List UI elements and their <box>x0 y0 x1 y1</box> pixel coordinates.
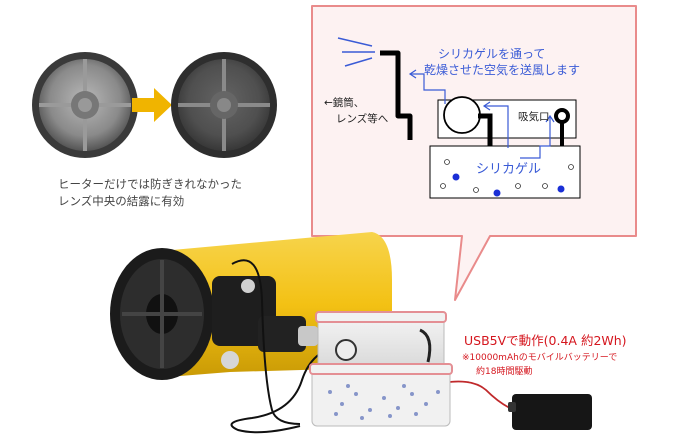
flow-arrows <box>408 69 555 159</box>
to-scope-label-line1: ←鏡筒、 <box>324 96 364 109</box>
mobile-battery <box>508 394 592 430</box>
cables <box>230 259 341 434</box>
to-scope-label-line2: レンズ等へ <box>336 112 388 125</box>
lens-before-photo <box>32 52 138 158</box>
battery-note-line2: 約18時間駆動 <box>476 367 533 377</box>
lens-caption: ヒーターだけでは防ぎきれなかった レンズ中央の結露に有効 <box>58 176 288 210</box>
airflow-label-line2: 乾燥させた空気を送風します <box>424 62 580 77</box>
silica-box <box>429 145 581 199</box>
telescope <box>110 232 392 380</box>
dehumidifier-device <box>309 311 453 427</box>
silica-gel-contents <box>328 384 440 420</box>
lens-caption-line1: ヒーターだけでは防ぎきれなかった <box>58 177 242 191</box>
intake-port <box>554 108 570 124</box>
lens-after-photo <box>171 52 277 158</box>
duct-tube <box>380 50 413 140</box>
usb-cable <box>431 380 515 411</box>
power-spec-title: USB5Vで動作(0.4A 約2Wh) <box>464 333 627 348</box>
airflow-label-line1: シリカゲルを通って <box>438 47 545 61</box>
airflow-schematic: シリカゲルを通って 乾燥させた空気を送風します ←鏡筒、 レンズ等へ 吸気口 シ… <box>324 37 581 199</box>
intake-label: 吸気口 <box>518 110 550 123</box>
lens-before-after-photos <box>32 52 277 158</box>
arrow-icon <box>132 88 172 122</box>
air-outlet-lines <box>337 37 375 67</box>
telescope-device-photo <box>110 232 592 434</box>
silica-beads <box>440 159 574 197</box>
fan-icon <box>443 96 481 134</box>
battery-note-line1: ※10000mAhのモバイルバッテリーで <box>462 353 618 363</box>
silica-label: シリカゲル <box>476 162 541 177</box>
lens-caption-line2: レンズ中央の結露に有効 <box>58 194 185 208</box>
